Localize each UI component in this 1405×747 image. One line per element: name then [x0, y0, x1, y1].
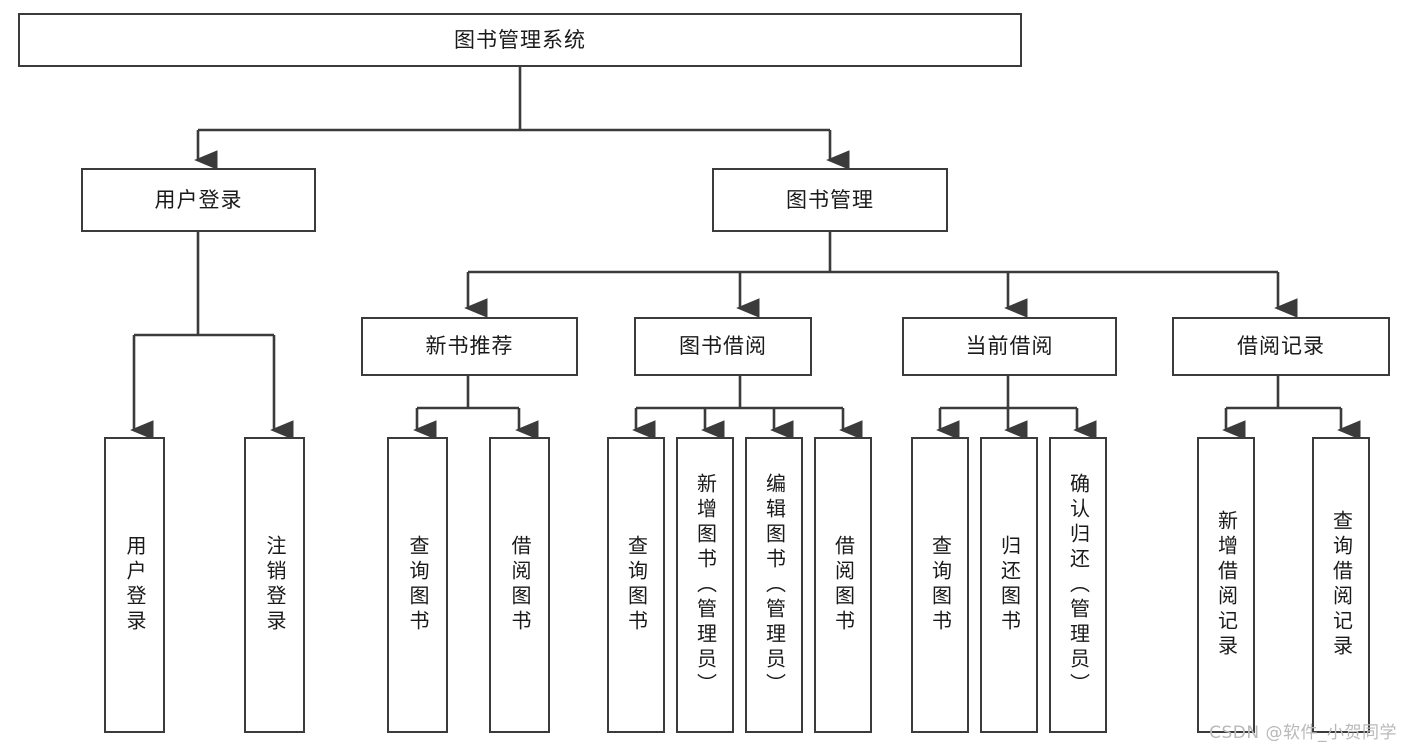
leaf-user-login-label: 用户登录: [123, 535, 147, 635]
leaf-newbook-borrow-book-label: 借阅图书: [508, 535, 532, 635]
leaf-newbook-query-book-label: 查询图书: [406, 535, 430, 635]
leaf-user-login[interactable]: 用户登录: [104, 437, 165, 733]
leaf-current-return-book[interactable]: 归还图书: [980, 437, 1038, 733]
leaf-newbook-borrow-book[interactable]: 借阅图书: [489, 437, 550, 733]
leaf-borrow-borrow-book[interactable]: 借阅图书: [814, 437, 872, 733]
node-current-borrow[interactable]: 当前借阅: [902, 317, 1117, 376]
node-user-login-label: 用户登录: [154, 187, 243, 212]
node-borrow-records[interactable]: 借阅记录: [1172, 317, 1390, 376]
node-user-login[interactable]: 用户登录: [81, 168, 316, 232]
node-new-book-recommend-label: 新书推荐: [425, 334, 514, 359]
leaf-borrow-borrow-book-label: 借阅图书: [831, 535, 856, 635]
leaf-borrow-edit-book-admin-label: 编辑图书（管理员）: [762, 472, 787, 698]
leaf-borrow-query-book-label: 查询图书: [624, 535, 649, 635]
node-book-borrow-label: 图书借阅: [679, 334, 767, 359]
node-book-management-label: 图书管理: [786, 187, 874, 212]
leaf-borrow-add-book-admin[interactable]: 新增图书（管理员）: [676, 437, 734, 733]
leaf-current-confirm-return-admin[interactable]: 确认归还（管理员）: [1049, 437, 1107, 733]
leaf-records-add-record-label: 新增借阅记录: [1214, 510, 1239, 660]
leaf-current-return-book-label: 归还图书: [997, 535, 1022, 635]
leaf-current-query-book[interactable]: 查询图书: [911, 437, 969, 733]
leaf-borrow-query-book[interactable]: 查询图书: [607, 437, 665, 733]
leaf-borrow-add-book-admin-label: 新增图书（管理员）: [693, 472, 718, 698]
node-current-borrow-label: 当前借阅: [965, 334, 1054, 359]
node-book-borrow[interactable]: 图书借阅: [634, 317, 812, 376]
leaf-borrow-edit-book-admin[interactable]: 编辑图书（管理员）: [745, 437, 803, 733]
leaf-current-confirm-return-admin-label: 确认归还（管理员）: [1066, 472, 1091, 698]
node-root-label: 图书管理系统: [454, 27, 586, 52]
leaf-records-query-record[interactable]: 查询借阅记录: [1312, 437, 1370, 733]
leaf-records-add-record[interactable]: 新增借阅记录: [1197, 437, 1255, 733]
node-borrow-records-label: 借阅记录: [1237, 334, 1325, 359]
node-root[interactable]: 图书管理系统: [18, 13, 1022, 67]
node-book-management[interactable]: 图书管理: [712, 168, 948, 232]
leaf-logout[interactable]: 注销登录: [244, 437, 305, 733]
leaf-newbook-query-book[interactable]: 查询图书: [387, 437, 448, 733]
leaf-logout-label: 注销登录: [263, 535, 287, 635]
leaf-current-query-book-label: 查询图书: [928, 535, 953, 635]
leaf-records-query-record-label: 查询借阅记录: [1329, 510, 1354, 660]
node-new-book-recommend[interactable]: 新书推荐: [361, 317, 578, 376]
